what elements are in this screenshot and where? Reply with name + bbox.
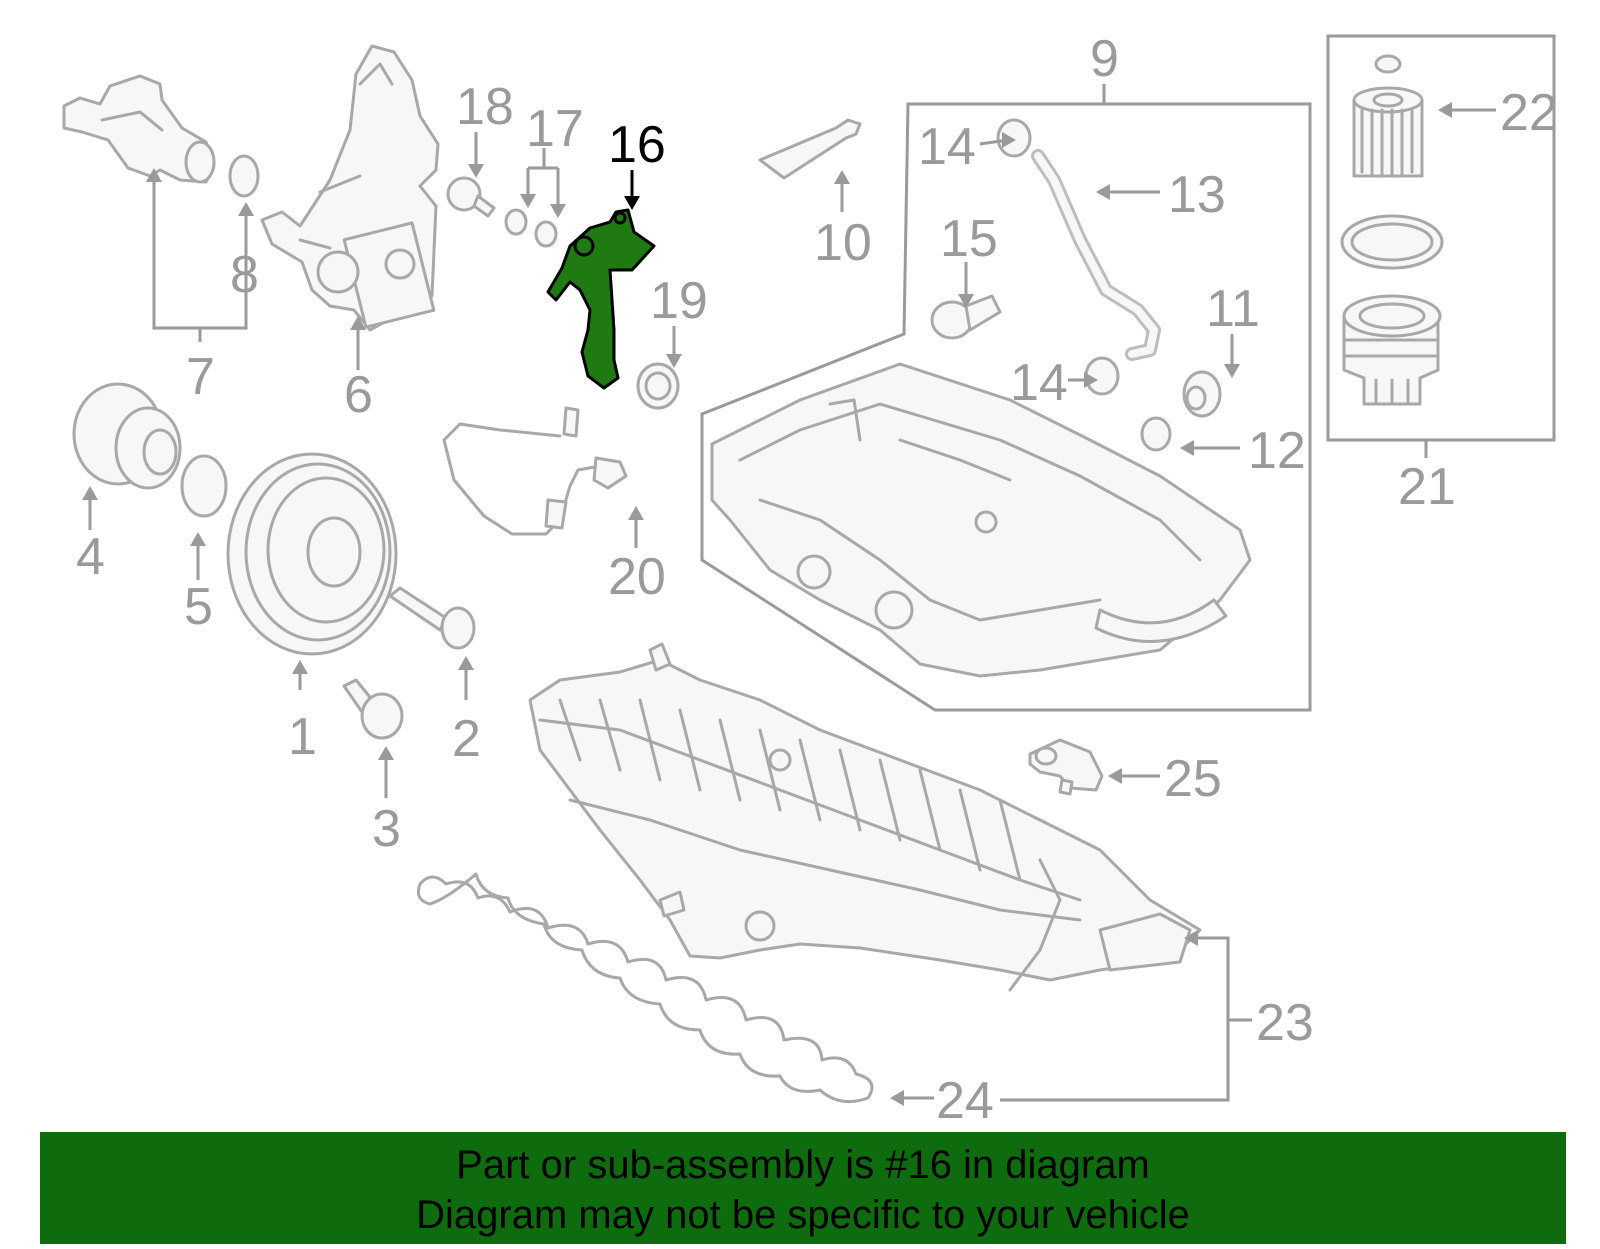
part-16-oil-tube-bracket[interactable] — [546, 208, 656, 390]
callout-5[interactable]: 5 — [184, 578, 213, 636]
part-17-o-ring-b[interactable] — [534, 220, 558, 248]
part-1-crank-pulley[interactable] — [226, 452, 398, 656]
part-7-thermostat-housing[interactable] — [62, 74, 216, 184]
callout-17[interactable]: 17 — [526, 100, 584, 158]
part-8-o-ring[interactable] — [228, 154, 260, 198]
part-6-pump-bracket[interactable] — [260, 44, 440, 332]
callout-16[interactable]: 16 — [608, 116, 666, 174]
callout-8[interactable]: 8 — [230, 246, 259, 304]
callout-20[interactable]: 20 — [608, 548, 666, 606]
part-15-bolt[interactable] — [930, 294, 1002, 340]
callout-11[interactable]: 11 — [1206, 280, 1260, 338]
part-9-oil-pan[interactable] — [710, 362, 1252, 678]
part-25-sensor[interactable] — [1028, 738, 1104, 796]
part-3-bolt[interactable] — [342, 678, 404, 740]
part-21-group-box — [1326, 34, 1556, 442]
callout-21[interactable]: 21 — [1398, 458, 1456, 516]
callout-10[interactable]: 10 — [814, 214, 872, 272]
callout-12[interactable]: 12 — [1248, 422, 1306, 480]
part-24-manifold-gasket[interactable] — [416, 872, 874, 1104]
callout-6[interactable]: 6 — [344, 366, 373, 424]
part-13-hose-fill — [1034, 152, 1158, 358]
callout-18[interactable]: 18 — [456, 78, 514, 136]
callout-15[interactable]: 15 — [940, 210, 998, 268]
part-5-o-ring[interactable] — [180, 454, 228, 518]
callout-labels: 8 7 6 18 17 16 19 10 9 14 13 15 11 14 12… — [76, 30, 1558, 1130]
callout-24[interactable]: 24 — [936, 1072, 994, 1130]
callout-4[interactable]: 4 — [76, 528, 105, 586]
part-21-filter-housing[interactable] — [1342, 294, 1442, 406]
callout-1[interactable]: 1 — [288, 708, 317, 766]
callout-14-bottom[interactable]: 14 — [1010, 354, 1068, 412]
part-22-filter-cap[interactable] — [1352, 54, 1424, 178]
callout-3[interactable]: 3 — [372, 800, 401, 858]
callout-9[interactable]: 9 — [1090, 30, 1119, 88]
part-23-intake-manifold[interactable] — [528, 642, 1202, 992]
part-20-sensor-cable[interactable] — [442, 406, 628, 536]
part-9-group-box — [700, 102, 1312, 712]
part-11-drain-plug[interactable] — [1182, 370, 1222, 418]
part-19-seal-inner — [644, 371, 672, 401]
callout-14-top[interactable]: 14 — [918, 118, 976, 176]
banner-line-2: Diagram may not be specific to your vehi… — [416, 1193, 1190, 1237]
part-2-bolt[interactable] — [388, 586, 476, 650]
part-4-pulley-hub[interactable] — [72, 382, 182, 490]
callout-2[interactable]: 2 — [452, 710, 481, 768]
callout-7[interactable]: 7 — [186, 348, 215, 406]
banner-line-1: Part or sub-assembly is #16 in diagram — [456, 1143, 1150, 1187]
part-21-o-ring-inner — [1350, 222, 1434, 262]
leader-lines — [82, 84, 1496, 1106]
part-10-sealant-tube[interactable] — [758, 118, 862, 180]
part-14-o-ring-top[interactable] — [996, 118, 1032, 158]
part-18-cap[interactable] — [446, 176, 496, 218]
part-17-o-ring-a[interactable] — [504, 208, 528, 236]
callout-22[interactable]: 22 — [1500, 84, 1558, 142]
info-banner: Part or sub-assembly is #16 in diagram D… — [40, 1132, 1566, 1244]
callout-19[interactable]: 19 — [650, 272, 708, 330]
callout-25[interactable]: 25 — [1164, 750, 1222, 808]
part-12-washer[interactable] — [1140, 416, 1172, 452]
callout-13[interactable]: 13 — [1168, 166, 1226, 224]
callout-23[interactable]: 23 — [1256, 994, 1314, 1052]
